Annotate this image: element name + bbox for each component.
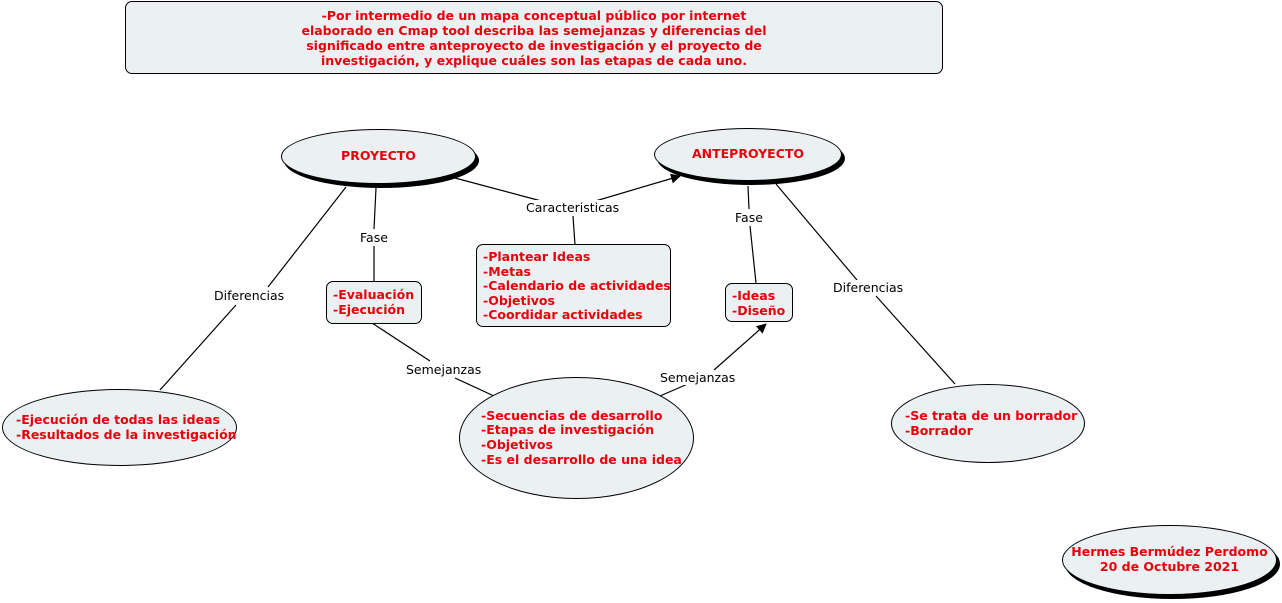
- list-item: -Ideas: [732, 288, 776, 303]
- concept-anteproyecto-label: ANTEPROYECTO: [691, 146, 805, 162]
- link-proyecto-caracteristicas: [454, 177, 546, 203]
- list-item: -Evaluación: [333, 287, 415, 302]
- link-evaluacion-semejanzas: [371, 322, 431, 362]
- author-signature[interactable]: Hermes Bermúdez Perdomo 20 de Octubre 20…: [1062, 525, 1277, 595]
- title-line: investigación, y explique cuáles son las…: [320, 53, 748, 68]
- concept-fase-proyecto[interactable]: -Evaluación -Ejecución: [326, 281, 422, 324]
- list-item: -Diseño: [732, 302, 786, 318]
- list-item: -Coordidar actividades: [483, 307, 643, 323]
- link-caracteristicas-node: [572, 215, 576, 246]
- link-proyecto-fase: [373, 187, 377, 230]
- link-semejanzas-secuencias: [454, 377, 495, 397]
- list-item: -Plantear Ideas: [483, 249, 591, 264]
- title-line: -Por intermedio de un mapa conceptual pú…: [321, 8, 747, 23]
- link-label-fase-left: Fase: [358, 230, 390, 245]
- list-item: -Objetivos: [483, 292, 555, 308]
- list-item: -Borrador: [905, 422, 973, 438]
- link-semejanzas-ideas: [713, 323, 767, 371]
- list-item: -Se trata de un borrador: [905, 407, 1078, 423]
- link-label-diferencias-right: Diferencias: [831, 280, 906, 295]
- link-label-semejanzas-left: Semejanzas: [404, 362, 484, 377]
- link-fase-ideas: [749, 225, 757, 284]
- list-item: -Es el desarrollo de una idea: [481, 451, 682, 467]
- list-item: -Ejecución de todas las ideas: [16, 411, 220, 427]
- link-diferencias-borrador: [875, 295, 956, 385]
- list-item: -Secuencias de desarrollo: [481, 407, 663, 423]
- author-date: 20 de Octubre 2021: [1099, 559, 1240, 574]
- link-label-diferencias-left: Diferencias: [212, 288, 287, 303]
- list-item: -Ejecución: [333, 301, 405, 317]
- concept-caracteristicas-list[interactable]: -Plantear Ideas -Metas -Calendario de ac…: [476, 244, 671, 327]
- concept-diferencias-anteproyecto[interactable]: -Se trata de un borrador -Borrador: [891, 384, 1085, 463]
- concept-proyecto-label: PROYECTO: [341, 148, 416, 164]
- link-anteproyecto-fase: [747, 185, 750, 210]
- author-name: Hermes Bermúdez Perdomo: [1071, 544, 1268, 560]
- list-item: -Metas: [483, 263, 531, 279]
- title-box: -Por intermedio de un mapa conceptual pú…: [125, 1, 943, 74]
- link-secuencias-semejanzas: [659, 382, 691, 397]
- link-label-semejanzas-right: Semejanzas: [658, 370, 738, 385]
- link-proyecto-diferencias: [267, 186, 347, 288]
- concept-diferencias-proyecto[interactable]: -Ejecución de todas las ideas -Resultado…: [2, 389, 237, 466]
- link-diferencias-ejecucion: [159, 304, 237, 391]
- concept-anteproyecto[interactable]: ANTEPROYECTO: [654, 128, 842, 181]
- concept-proyecto[interactable]: PROYECTO: [281, 129, 476, 184]
- link-label-fase-right: Fase: [733, 210, 765, 225]
- link-label-caracteristicas: Caracteristicas: [524, 200, 622, 215]
- list-item: -Resultados de la investigación: [16, 426, 237, 442]
- title-line: significado entre anteproyecto de invest…: [306, 38, 762, 53]
- link-caracteristicas-anteproyecto: [591, 173, 681, 203]
- list-item: -Calendario de actividades: [483, 278, 671, 294]
- list-item: -Objetivos: [481, 437, 553, 452]
- concept-fase-anteproyecto[interactable]: -Ideas -Diseño: [725, 283, 793, 322]
- link-anteproyecto-diferencias: [775, 183, 858, 281]
- list-item: -Etapas de investigación: [481, 422, 655, 438]
- concept-semejanzas[interactable]: -Secuencias de desarrollo -Etapas de inv…: [459, 377, 694, 499]
- title-line: elaborado en Cmap tool describa las seme…: [301, 23, 767, 38]
